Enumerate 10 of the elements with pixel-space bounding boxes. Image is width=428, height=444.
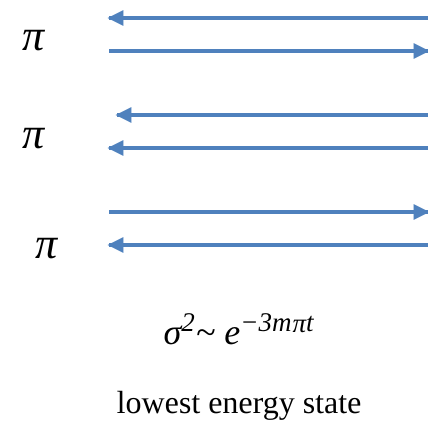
arrow — [115, 107, 428, 123]
pi-symbol: π — [22, 14, 44, 58]
arrow — [107, 10, 428, 26]
pi-symbol: π — [35, 222, 58, 266]
arrow — [107, 140, 428, 156]
arrow — [109, 204, 428, 220]
arrow — [107, 237, 428, 253]
arrow — [109, 43, 428, 59]
pi-symbol: π — [22, 112, 44, 156]
caption-text: lowest energy state — [116, 383, 362, 422]
